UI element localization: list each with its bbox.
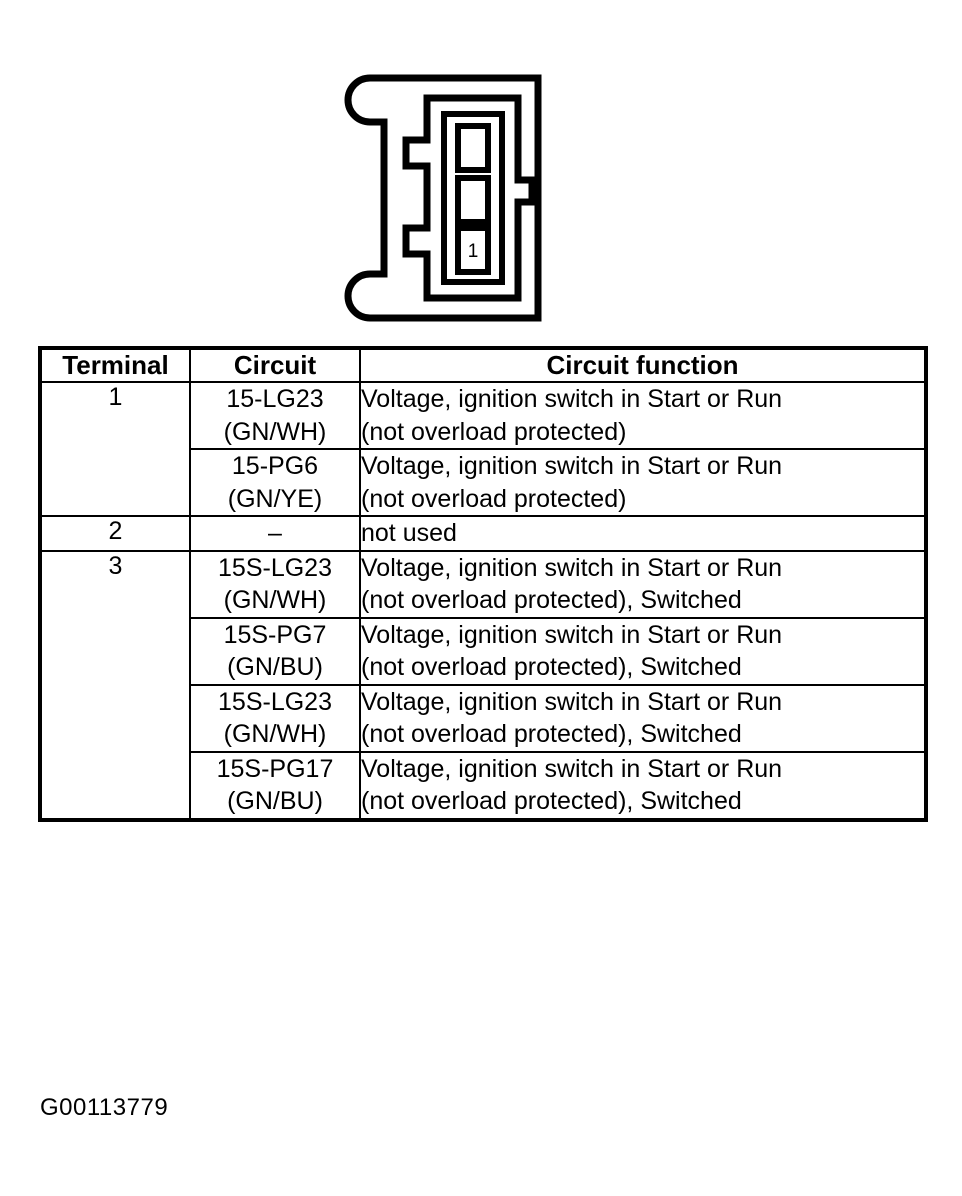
- connector-inner-housing: [402, 94, 536, 302]
- function-line-2: (not overload protected): [361, 417, 627, 446]
- connector-drawing: 1: [344, 74, 542, 322]
- circuit-color-code: (GN/YE): [227, 484, 323, 513]
- circuit-function-cell: Voltage, ignition switch in Start or Run…: [359, 750, 927, 821]
- circuit-color-code: (GN/WH): [223, 417, 327, 446]
- circuit-code: 15S-LG23: [218, 553, 332, 582]
- circuit-color-code: (GN/BU): [227, 787, 323, 815]
- function-line-1: Voltage, ignition switch in Start or Run: [361, 754, 783, 783]
- circuit-cell: 15S-PG7 (GN/BU): [189, 616, 361, 686]
- cavity-1-number-label: 1: [468, 241, 479, 262]
- circuit-function-cell: not used: [359, 515, 927, 552]
- table-header: Terminal Circuit Circuit function: [39, 347, 927, 383]
- circuit-function-cell: Voltage, ignition switch in Start or Run…: [359, 448, 927, 517]
- function-line-1: Voltage, ignition switch in Start or Run: [361, 553, 783, 582]
- function-line-1: not used: [361, 519, 457, 547]
- circuit-cell: 15S-LG23 (GN/WH): [189, 683, 361, 753]
- table-row: 15-PG6 (GN/YE) Voltage, ignition switch …: [40, 448, 927, 517]
- circuit-cell: 15S-PG17 (GN/BU): [189, 750, 361, 821]
- table-header-row: Terminal Circuit Circuit function: [39, 347, 927, 383]
- cavity-slot-middle: [455, 175, 491, 225]
- circuit-color-code: (GN/BU): [227, 653, 323, 681]
- table-row: 15S-PG17 (GN/BU) Voltage, ignition switc…: [40, 750, 927, 821]
- circuit-code: 15S-PG7: [223, 620, 327, 649]
- terminal-number-cell: 1: [39, 381, 191, 517]
- function-line-2: (not overload protected), Switched: [361, 787, 742, 815]
- figure-id-caption: G00113779: [40, 1094, 169, 1121]
- terminal-pinout-table: Terminal Circuit Circuit function 1 15-L…: [38, 346, 928, 822]
- table-row: 1 15-LG23 (GN/WH) Voltage, ignition swit…: [39, 381, 927, 517]
- terminal-number-cell: 2: [39, 515, 191, 552]
- function-line-1: Voltage, ignition switch in Start or Run: [361, 452, 783, 480]
- circuit-code: 15-PG6: [231, 452, 319, 480]
- circuit-code: 15-LG23: [226, 385, 324, 413]
- circuit-code: 15S-PG17: [216, 754, 334, 783]
- circuit-function-cell: Voltage, ignition switch in Start or Run…: [359, 616, 927, 686]
- circuit-cell: 15S-LG23 (GN/WH): [189, 549, 361, 619]
- table-row: 15S-LG23 (GN/WH) Voltage, ignition switc…: [40, 683, 927, 753]
- function-line-1: Voltage, ignition switch in Start or Run: [361, 687, 783, 716]
- table-row: 15S-PG7 (GN/BU) Voltage, ignition switch…: [40, 616, 927, 686]
- terminal-number-cell: 3: [39, 549, 191, 821]
- circuit-cell: –: [189, 515, 361, 552]
- function-line-2: (not overload protected), Switched: [361, 586, 742, 614]
- circuit-function-cell: Voltage, ignition switch in Start or Run…: [359, 549, 927, 619]
- cavity-frame: [441, 111, 505, 285]
- function-line-1: Voltage, ignition switch in Start or Run: [361, 620, 783, 649]
- circuit-function-cell: Voltage, ignition switch in Start or Run…: [359, 683, 927, 753]
- cavity-slot-bottom: [455, 225, 491, 275]
- circuit-color-code: (GN/WH): [223, 586, 327, 614]
- table-body: 1 15-LG23 (GN/WH) Voltage, ignition swit…: [39, 381, 927, 821]
- column-header-circuit-function: Circuit function: [359, 347, 927, 383]
- column-header-terminal: Terminal: [39, 347, 191, 383]
- function-line-2: (not overload protected): [361, 484, 627, 513]
- cavity-slot-top: [455, 123, 491, 173]
- circuit-cell: 15-PG6 (GN/YE): [189, 448, 361, 517]
- connector-outer-body: [344, 74, 542, 322]
- column-header-circuit: Circuit: [189, 347, 361, 383]
- circuit-function-cell: Voltage, ignition switch in Start or Run…: [359, 381, 927, 450]
- table-row: 2 – not used: [39, 515, 927, 552]
- circuit-color-code: (GN/WH): [223, 720, 327, 748]
- table-row: 3 15S-LG23 (GN/WH) Voltage, ignition swi…: [39, 549, 927, 821]
- function-line-1: Voltage, ignition switch in Start or Run: [361, 385, 783, 413]
- connector-illustration: 1: [340, 66, 560, 331]
- function-line-2: (not overload protected), Switched: [361, 720, 742, 748]
- function-line-2: (not overload protected), Switched: [361, 653, 742, 681]
- circuit-code: –: [268, 519, 282, 547]
- circuit-code: 15S-LG23: [218, 687, 332, 716]
- circuit-cell: 15-LG23 (GN/WH): [189, 381, 361, 450]
